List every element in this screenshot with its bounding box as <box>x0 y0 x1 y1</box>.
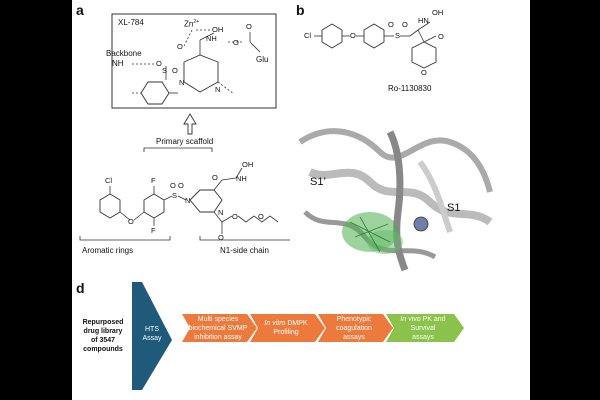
xl784-box <box>111 13 277 109</box>
s1-label: S1 <box>447 202 461 214</box>
scaffold-bracket <box>143 147 213 152</box>
beta-strand <box>386 130 409 272</box>
aromatic-label: Aromatic rings <box>82 246 134 255</box>
b-atom-o-ring: O <box>421 68 427 77</box>
atom-oh: OH <box>242 160 254 169</box>
atom-o-amide: O <box>212 173 218 182</box>
panel-c-protein-structure <box>290 112 500 272</box>
atom-o-s1: O <box>170 181 176 190</box>
stage-dmpk-shape <box>250 314 325 342</box>
atom-n1: N <box>185 196 191 205</box>
library-label: Repurposed drug library of 3547 compound… <box>82 319 124 353</box>
box-o-2: O <box>172 66 178 75</box>
panel-b-letter: b <box>296 2 305 18</box>
box-o-3: O <box>177 42 183 51</box>
helix-top <box>298 128 493 193</box>
zinc-sphere <box>413 216 429 232</box>
scaffold-label: Primary scaffold <box>156 137 214 146</box>
b-atom-oh: OH <box>432 8 444 17</box>
box-piperazine-ring <box>183 54 219 93</box>
zinc-label: Zn2+ <box>184 19 200 29</box>
b-atom-o-s2: O <box>402 20 408 29</box>
workflow-arrows <box>132 282 464 390</box>
stage-invivo-shape <box>386 314 464 342</box>
b-atom-o-ether: O <box>350 31 356 40</box>
side-chain-label: N1-side chain <box>220 246 269 255</box>
xl784-label: XL-784 <box>118 18 144 27</box>
atom-o-s2: O <box>178 181 184 190</box>
backbone-nh-label: NH <box>112 59 124 68</box>
s1-prime-label: S1’ <box>310 176 326 188</box>
b-atom-cl: Cl <box>304 31 312 40</box>
panel-a-letter: a <box>76 2 84 18</box>
atom-f-top: F <box>151 176 156 185</box>
atom-o-ether2: O <box>258 212 264 221</box>
side-chain-bracket <box>199 236 295 241</box>
atom-o-ether: O <box>128 217 134 226</box>
atom-s: S <box>172 191 178 200</box>
stage-coagulation-shape <box>318 314 393 342</box>
backbone-label: Backbone <box>106 49 142 58</box>
chlorophenyl-ring <box>99 193 121 219</box>
box-n-2: N <box>215 85 221 94</box>
stage-hts-shape <box>132 282 172 390</box>
b-atom-hn: HN <box>418 16 429 25</box>
glu-label: Glu <box>256 55 269 64</box>
panel-b-drawing <box>314 21 437 69</box>
scaffold-arrow <box>183 113 197 135</box>
atom-f-bottom: F <box>151 226 156 235</box>
box-n-1: N <box>179 78 185 87</box>
box-nh: NH <box>206 34 217 43</box>
box-o-1: O <box>156 59 162 68</box>
atom-nh: NH <box>236 174 247 183</box>
panel-a-drawing <box>79 13 295 241</box>
difluorophenyl-ring <box>143 193 165 219</box>
b-chlorophenyl-ring <box>321 23 343 49</box>
piperazine-ring <box>189 189 223 213</box>
box-o-4: O <box>246 22 252 31</box>
b-compound-name: Ro-1130830 <box>388 84 432 93</box>
figure-canvas: a <box>72 0 530 400</box>
b-atom-s: S <box>395 31 401 40</box>
aromatic-bracket <box>79 236 171 241</box>
atom-n4: N <box>218 208 224 217</box>
b-atom-o-s1: O <box>388 20 394 29</box>
atom-o-ester: O <box>232 212 238 221</box>
stage-svmp-shape <box>182 314 257 342</box>
atom-cl: Cl <box>105 176 113 185</box>
b-phenyl-ring <box>363 23 385 49</box>
helix-right <box>417 160 453 233</box>
panel-d-letter: d <box>76 280 85 296</box>
b-oxane-ring <box>411 41 437 69</box>
box-o-minus: O <box>233 38 239 47</box>
box-s: S <box>162 66 168 75</box>
b-atom-o-carbonyl: O <box>438 32 444 41</box>
atom-o-carbonyl: O <box>218 233 224 242</box>
box-oh: OH <box>212 25 224 34</box>
box-benzene-ring <box>140 81 170 105</box>
